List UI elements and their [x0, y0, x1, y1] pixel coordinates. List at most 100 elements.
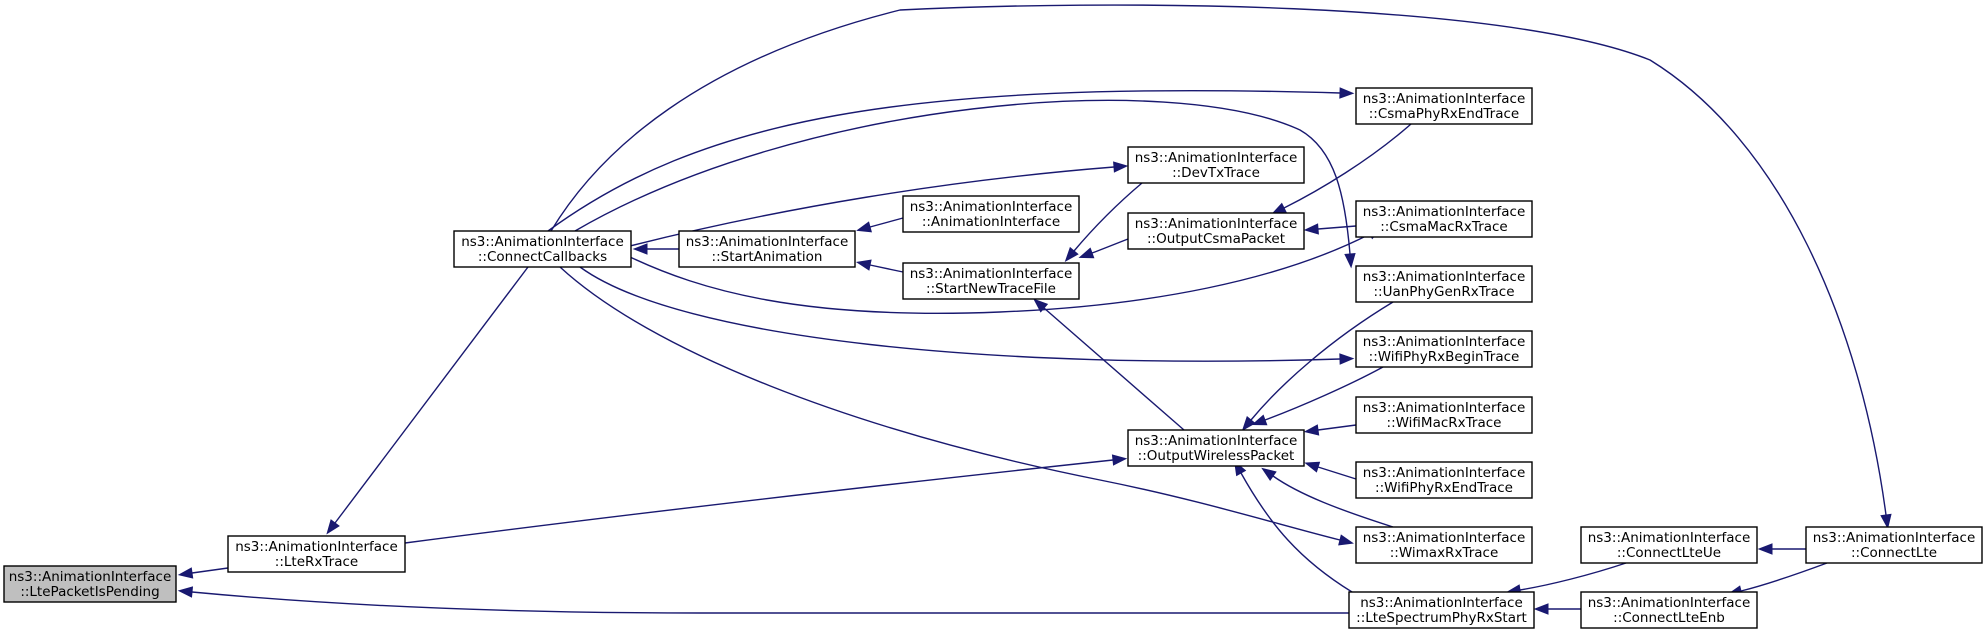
arrowhead-icon [1271, 202, 1288, 215]
node-method-label: ::UanPhyGenRxTrace [1374, 284, 1515, 300]
node-ConnectLteUe[interactable]: ns3::AnimationInterface::ConnectLteUe [1580, 526, 1758, 564]
node-StartNewTraceFile[interactable]: ns3::AnimationInterface::StartNewTraceFi… [902, 262, 1080, 300]
arrowhead-icon [855, 259, 872, 271]
arrowhead-icon [1303, 424, 1320, 436]
arrowhead-icon [1064, 246, 1079, 263]
node-OutputWirelessPacket[interactable]: ns3::AnimationInterface::OutputWirelessP… [1127, 429, 1305, 467]
edge-ConnectCallbacks-to-CsmaPhyRxEndTrace [547, 87, 1355, 232]
node-AnimationInterface[interactable]: ns3::AnimationInterface::AnimationInterf… [902, 195, 1080, 233]
node-method-label: ::WifiMacRxTrace [1387, 415, 1502, 431]
node-namespace-label: ns3::AnimationInterface [9, 569, 172, 585]
node-layer: ns3::AnimationInterface::LtePacketIsPend… [3, 87, 1983, 629]
node-namespace-label: ns3::AnimationInterface [1363, 400, 1526, 416]
node-CsmaPhyRxEndTrace[interactable]: ns3::AnimationInterface::CsmaPhyRxEndTra… [1355, 87, 1533, 125]
node-LteRxTrace[interactable]: ns3::AnimationInterface::LteRxTrace [227, 535, 406, 573]
edge-ConnectCallbacks-to-WifiPhyRxBeginTrace [579, 266, 1355, 365]
node-namespace-label: ns3::AnimationInterface [1363, 204, 1526, 220]
node-method-label: ::OutputWirelessPacket [1138, 448, 1295, 464]
node-method-label: ::AnimationInterface [922, 214, 1060, 230]
node-namespace-label: ns3::AnimationInterface [910, 266, 1073, 282]
node-method-label: ::CsmaPhyRxEndTrace [1369, 106, 1520, 122]
edge-AnimationInterface-to-StartAnimation [856, 217, 904, 233]
node-namespace-label: ns3::AnimationInterface [686, 234, 849, 250]
arrowhead-icon [1880, 513, 1892, 530]
arrowhead-icon [1113, 161, 1129, 173]
node-namespace-label: ns3::AnimationInterface [1363, 530, 1526, 546]
node-namespace-label: ns3::AnimationInterface [910, 199, 1073, 215]
edge-WifiMacRxTrace-to-OutputWirelessPacket [1303, 424, 1357, 436]
arrowhead-icon [1344, 253, 1356, 269]
node-namespace-label: ns3::AnimationInterface [1363, 269, 1526, 285]
node-method-label: ::ConnectLte [1851, 545, 1937, 561]
node-StartAnimation[interactable]: ns3::AnimationInterface::StartAnimation [678, 230, 856, 268]
arrowhead-icon [1303, 223, 1319, 235]
node-WifiPhyRxBeginTrace[interactable]: ns3::AnimationInterface::WifiPhyRxBeginT… [1355, 330, 1533, 368]
node-namespace-label: ns3::AnimationInterface [1363, 334, 1526, 350]
edge-LteSpectrumPhyRxStart-to-OutputWirelessPacket [1233, 460, 1353, 593]
arrowhead-icon [1533, 603, 1549, 615]
edge-LteRxTrace-to-LtePacketIsPending [177, 567, 229, 579]
edge-ConnectLteUe-to-LteSpectrumPhyRxStart [1505, 562, 1627, 596]
node-UanPhyGenRxTrace[interactable]: ns3::AnimationInterface::UanPhyGenRxTrac… [1355, 265, 1533, 303]
node-WifiPhyRxEndTrace[interactable]: ns3::AnimationInterface::WifiPhyRxEndTra… [1355, 461, 1533, 499]
node-namespace-label: ns3::AnimationInterface [1363, 465, 1526, 481]
node-method-label: ::LtePacketIsPending [20, 584, 159, 600]
arrowhead-icon [1111, 454, 1128, 466]
edge-ConnectCallbacks-to-UanPhyGenRxTrace [574, 99, 1356, 269]
node-method-label: ::DevTxTrace [1172, 165, 1260, 181]
arrowhead-icon [177, 586, 194, 598]
node-WimaxRxTrace[interactable]: ns3::AnimationInterface::WimaxRxTrace [1355, 526, 1533, 564]
node-method-label: ::CsmaMacRxTrace [1380, 219, 1508, 235]
edge-ConnectCallbacks-to-LteRxTrace [326, 266, 529, 535]
arrowhead-icon [1757, 543, 1773, 555]
node-namespace-label: ns3::AnimationInterface [1363, 91, 1526, 107]
node-method-label: ::LteSpectrumPhyRxStart [1356, 610, 1527, 626]
edge-UanPhyGenRxTrace-to-OutputWirelessPacket [1241, 301, 1394, 432]
arrowhead-icon [1078, 247, 1095, 259]
edge-ConnectCallbacks-to-ConnectLte [550, 4, 1892, 530]
arrowhead-icon [1241, 415, 1256, 432]
node-namespace-label: ns3::AnimationInterface [1135, 433, 1298, 449]
node-method-label: ::WifiPhyRxEndTrace [1375, 480, 1513, 496]
node-method-label: ::StartNewTraceFile [926, 281, 1056, 297]
arrowhead-icon [1251, 414, 1268, 426]
node-ConnectCallbacks[interactable]: ns3::AnimationInterface::ConnectCallback… [453, 230, 632, 268]
node-CsmaMacRxTrace[interactable]: ns3::AnimationInterface::CsmaMacRxTrace [1355, 200, 1533, 238]
arrowhead-icon [1339, 87, 1355, 99]
edge-OutputCsmaPacket-to-StartNewTraceFile [1078, 238, 1129, 259]
edge-DevTxTrace-to-StartNewTraceFile [1064, 182, 1143, 263]
edge-WimaxRxTrace-to-OutputWirelessPacket [1261, 467, 1394, 528]
node-ConnectLteEnb[interactable]: ns3::AnimationInterface::ConnectLteEnb [1580, 591, 1758, 629]
node-namespace-label: ns3::AnimationInterface [1135, 216, 1298, 232]
node-namespace-label: ns3::AnimationInterface [1135, 150, 1298, 166]
edge-WifiPhyRxEndTrace-to-OutputWirelessPacket [1304, 461, 1357, 480]
arrowhead-icon [1338, 534, 1354, 546]
node-namespace-label: ns3::AnimationInterface [1813, 530, 1976, 546]
arrowhead-icon [1033, 298, 1049, 313]
node-method-label: ::StartAnimation [712, 249, 823, 265]
node-OutputCsmaPacket[interactable]: ns3::AnimationInterface::OutputCsmaPacke… [1127, 212, 1305, 250]
edge-LteRxTrace-to-OutputWirelessPacket [404, 454, 1128, 544]
node-namespace-label: ns3::AnimationInterface [235, 539, 398, 555]
node-LteSpectrumPhyRxStart[interactable]: ns3::AnimationInterface::LteSpectrumPhyR… [1348, 591, 1535, 629]
node-ConnectLte[interactable]: ns3::AnimationInterface::ConnectLte [1805, 526, 1983, 564]
node-DevTxTrace[interactable]: ns3::AnimationInterface::DevTxTrace [1127, 146, 1305, 184]
edge-ConnectLte-to-ConnectLteUe [1757, 543, 1806, 555]
arrowhead-icon [177, 567, 194, 579]
node-namespace-label: ns3::AnimationInterface [1588, 530, 1751, 546]
node-namespace-label: ns3::AnimationInterface [1588, 595, 1751, 611]
edge-WifiPhyRxBeginTrace-to-OutputWirelessPacket [1251, 366, 1384, 426]
arrowhead-icon [1339, 353, 1355, 365]
node-method-label: ::WimaxRxTrace [1390, 545, 1499, 561]
edge-StartNewTraceFile-to-StartAnimation [855, 259, 904, 273]
node-method-label: ::ConnectCallbacks [478, 249, 607, 265]
node-WifiMacRxTrace[interactable]: ns3::AnimationInterface::WifiMacRxTrace [1355, 396, 1533, 434]
arrowhead-icon [326, 519, 340, 535]
edge-ConnectCallbacks-to-WimaxRxTrace [559, 266, 1354, 546]
node-LtePacketIsPending: ns3::AnimationInterface::LtePacketIsPend… [3, 565, 177, 603]
arrowhead-icon [1261, 467, 1277, 481]
node-namespace-label: ns3::AnimationInterface [1360, 595, 1523, 611]
edge-StartAnimation-to-ConnectCallbacks [632, 243, 679, 255]
